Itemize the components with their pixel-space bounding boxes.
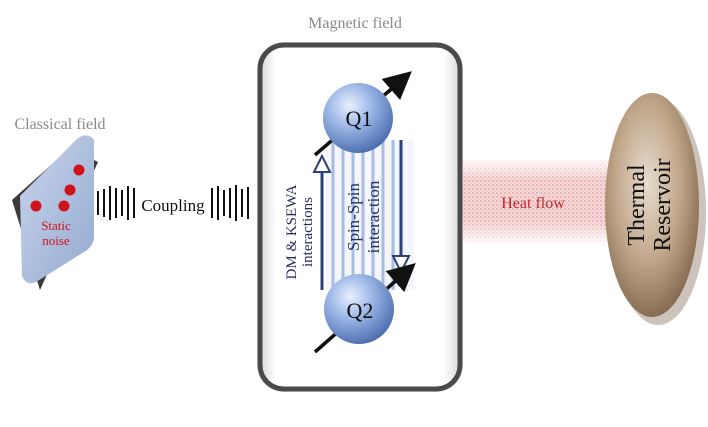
thermal-reservoir xyxy=(605,93,706,325)
spin-spin-label-line2: interaction xyxy=(364,180,383,253)
dm-ksewa-label-line2: interactions xyxy=(300,197,316,267)
static-noise-label-line1: Static xyxy=(41,218,71,233)
spin-spin-label-line1: Spin-Spin xyxy=(344,182,363,251)
classical-field-panel xyxy=(12,135,98,290)
dm-ksewa-label-line1: DM & KSEWA xyxy=(284,184,300,279)
thermal-label-line1: Thermal xyxy=(624,164,650,246)
coupling-label: Coupling xyxy=(141,196,205,215)
qubit-q1 xyxy=(313,71,412,157)
classical-field-label: Classical field xyxy=(14,116,105,133)
q2-label: Q2 xyxy=(347,298,374,323)
heat-flow-label: Heat flow xyxy=(501,195,565,212)
magnetic-field-label: Magnetic field xyxy=(308,15,402,32)
thermal-label-line2: Reservoir xyxy=(650,158,676,251)
heat-flow-band xyxy=(432,160,622,242)
interaction-up-arrow xyxy=(312,153,332,290)
q1-label: Q1 xyxy=(346,106,373,131)
coupling-lines xyxy=(97,185,249,221)
static-noise-label-line2: noise xyxy=(42,233,70,248)
static-noise-dots xyxy=(30,164,85,212)
qubit-q2 xyxy=(313,263,416,354)
